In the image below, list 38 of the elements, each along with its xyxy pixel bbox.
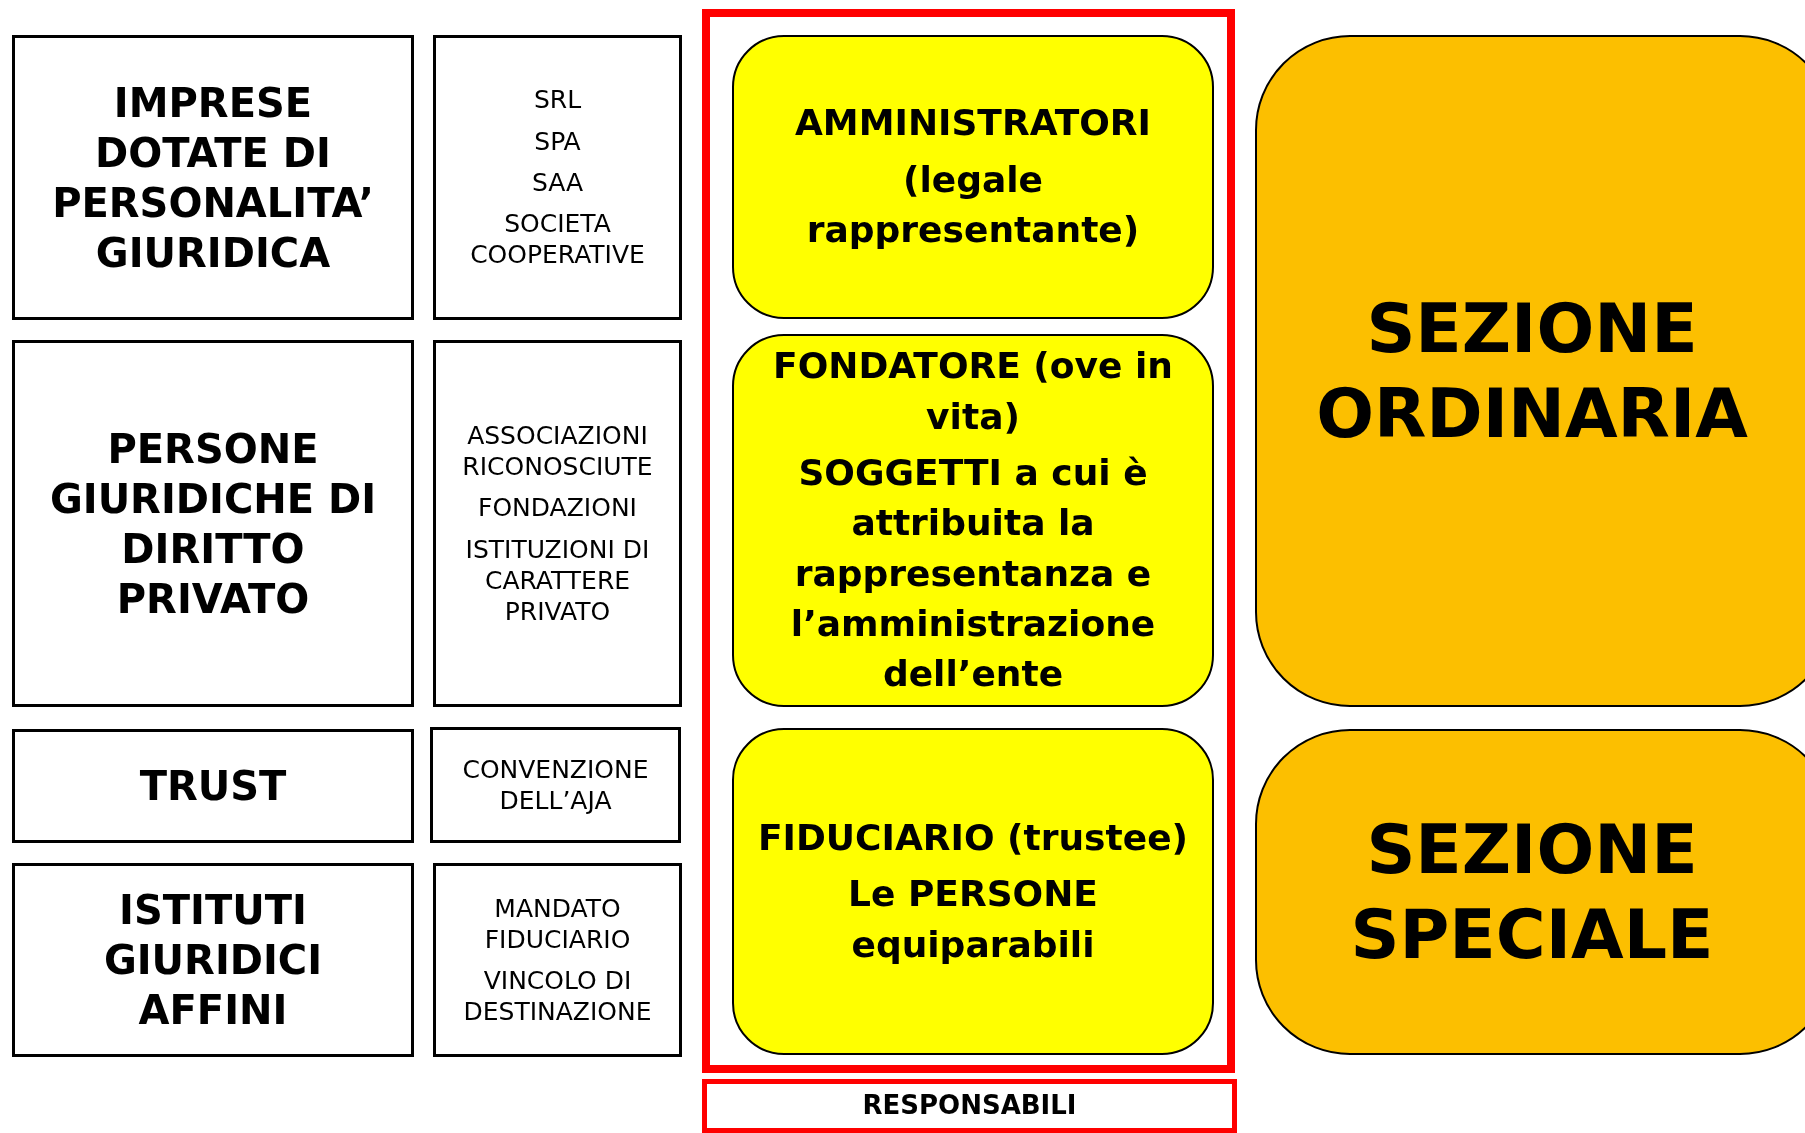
section-title: SEZIONE ORDINARIA	[1315, 288, 1749, 455]
role-text: SOGGETTI a cui è attribuita la rappresentanza e l’amministrazione dell’ente	[789, 450, 1157, 697]
category-box	[12, 863, 414, 1057]
role-text: (legale rappresentante)	[805, 157, 1141, 253]
role-box	[732, 728, 1214, 1055]
example-text: CONVENZIONE DELL’AJA	[461, 753, 650, 817]
examples-box	[433, 340, 682, 707]
example-text: SPA	[534, 125, 581, 157]
examples-box	[433, 35, 682, 320]
example-text: SOCIETA COOPERATIVE	[469, 208, 646, 271]
example-text: MANDATO FIDUCIARIO	[483, 892, 632, 955]
role-text: FIDUCIARIO (trustee)	[758, 815, 1188, 860]
section-title: SEZIONE SPECIALE	[1349, 809, 1715, 976]
role-text: FONDATORE (ove in vita)	[772, 344, 1174, 439]
category-box	[12, 729, 414, 843]
category-title: ISTITUTI GIURIDICI AFFINI	[102, 886, 324, 1035]
role-box	[732, 35, 1214, 319]
group-label: RESPONSABILI	[862, 1090, 1077, 1122]
example-text: SAA	[531, 166, 584, 199]
examples-box	[430, 727, 681, 843]
role-box	[732, 334, 1214, 707]
section-box	[1255, 729, 1805, 1055]
role-text: Le PERSONE equiparabili	[847, 872, 1099, 967]
example-text: VINCOLO DI DESTINAZIONE	[462, 965, 653, 1028]
example-text: ISTITUZIONI DI CARATTERE PRIVATO	[464, 533, 651, 628]
category-box	[12, 35, 414, 320]
example-text: ASSOCIAZIONI RICONOSCIUTE	[461, 419, 654, 483]
example-text: SRL	[533, 84, 582, 116]
category-title: IMPRESE DOTATE DI PERSONALITA’ GIURIDICA	[51, 78, 375, 278]
group-label-box	[702, 1079, 1237, 1133]
example-text: FONDAZIONI	[478, 492, 637, 524]
section-box	[1255, 35, 1805, 707]
examples-box	[433, 863, 682, 1057]
role-text: AMMINISTRATORI	[795, 101, 1151, 146]
category-title: TRUST	[139, 762, 287, 811]
category-title: PERSONE GIURIDICHE DI DIRITTO PRIVATO	[48, 424, 378, 624]
group-frame	[702, 9, 1235, 1073]
category-box	[12, 340, 414, 707]
